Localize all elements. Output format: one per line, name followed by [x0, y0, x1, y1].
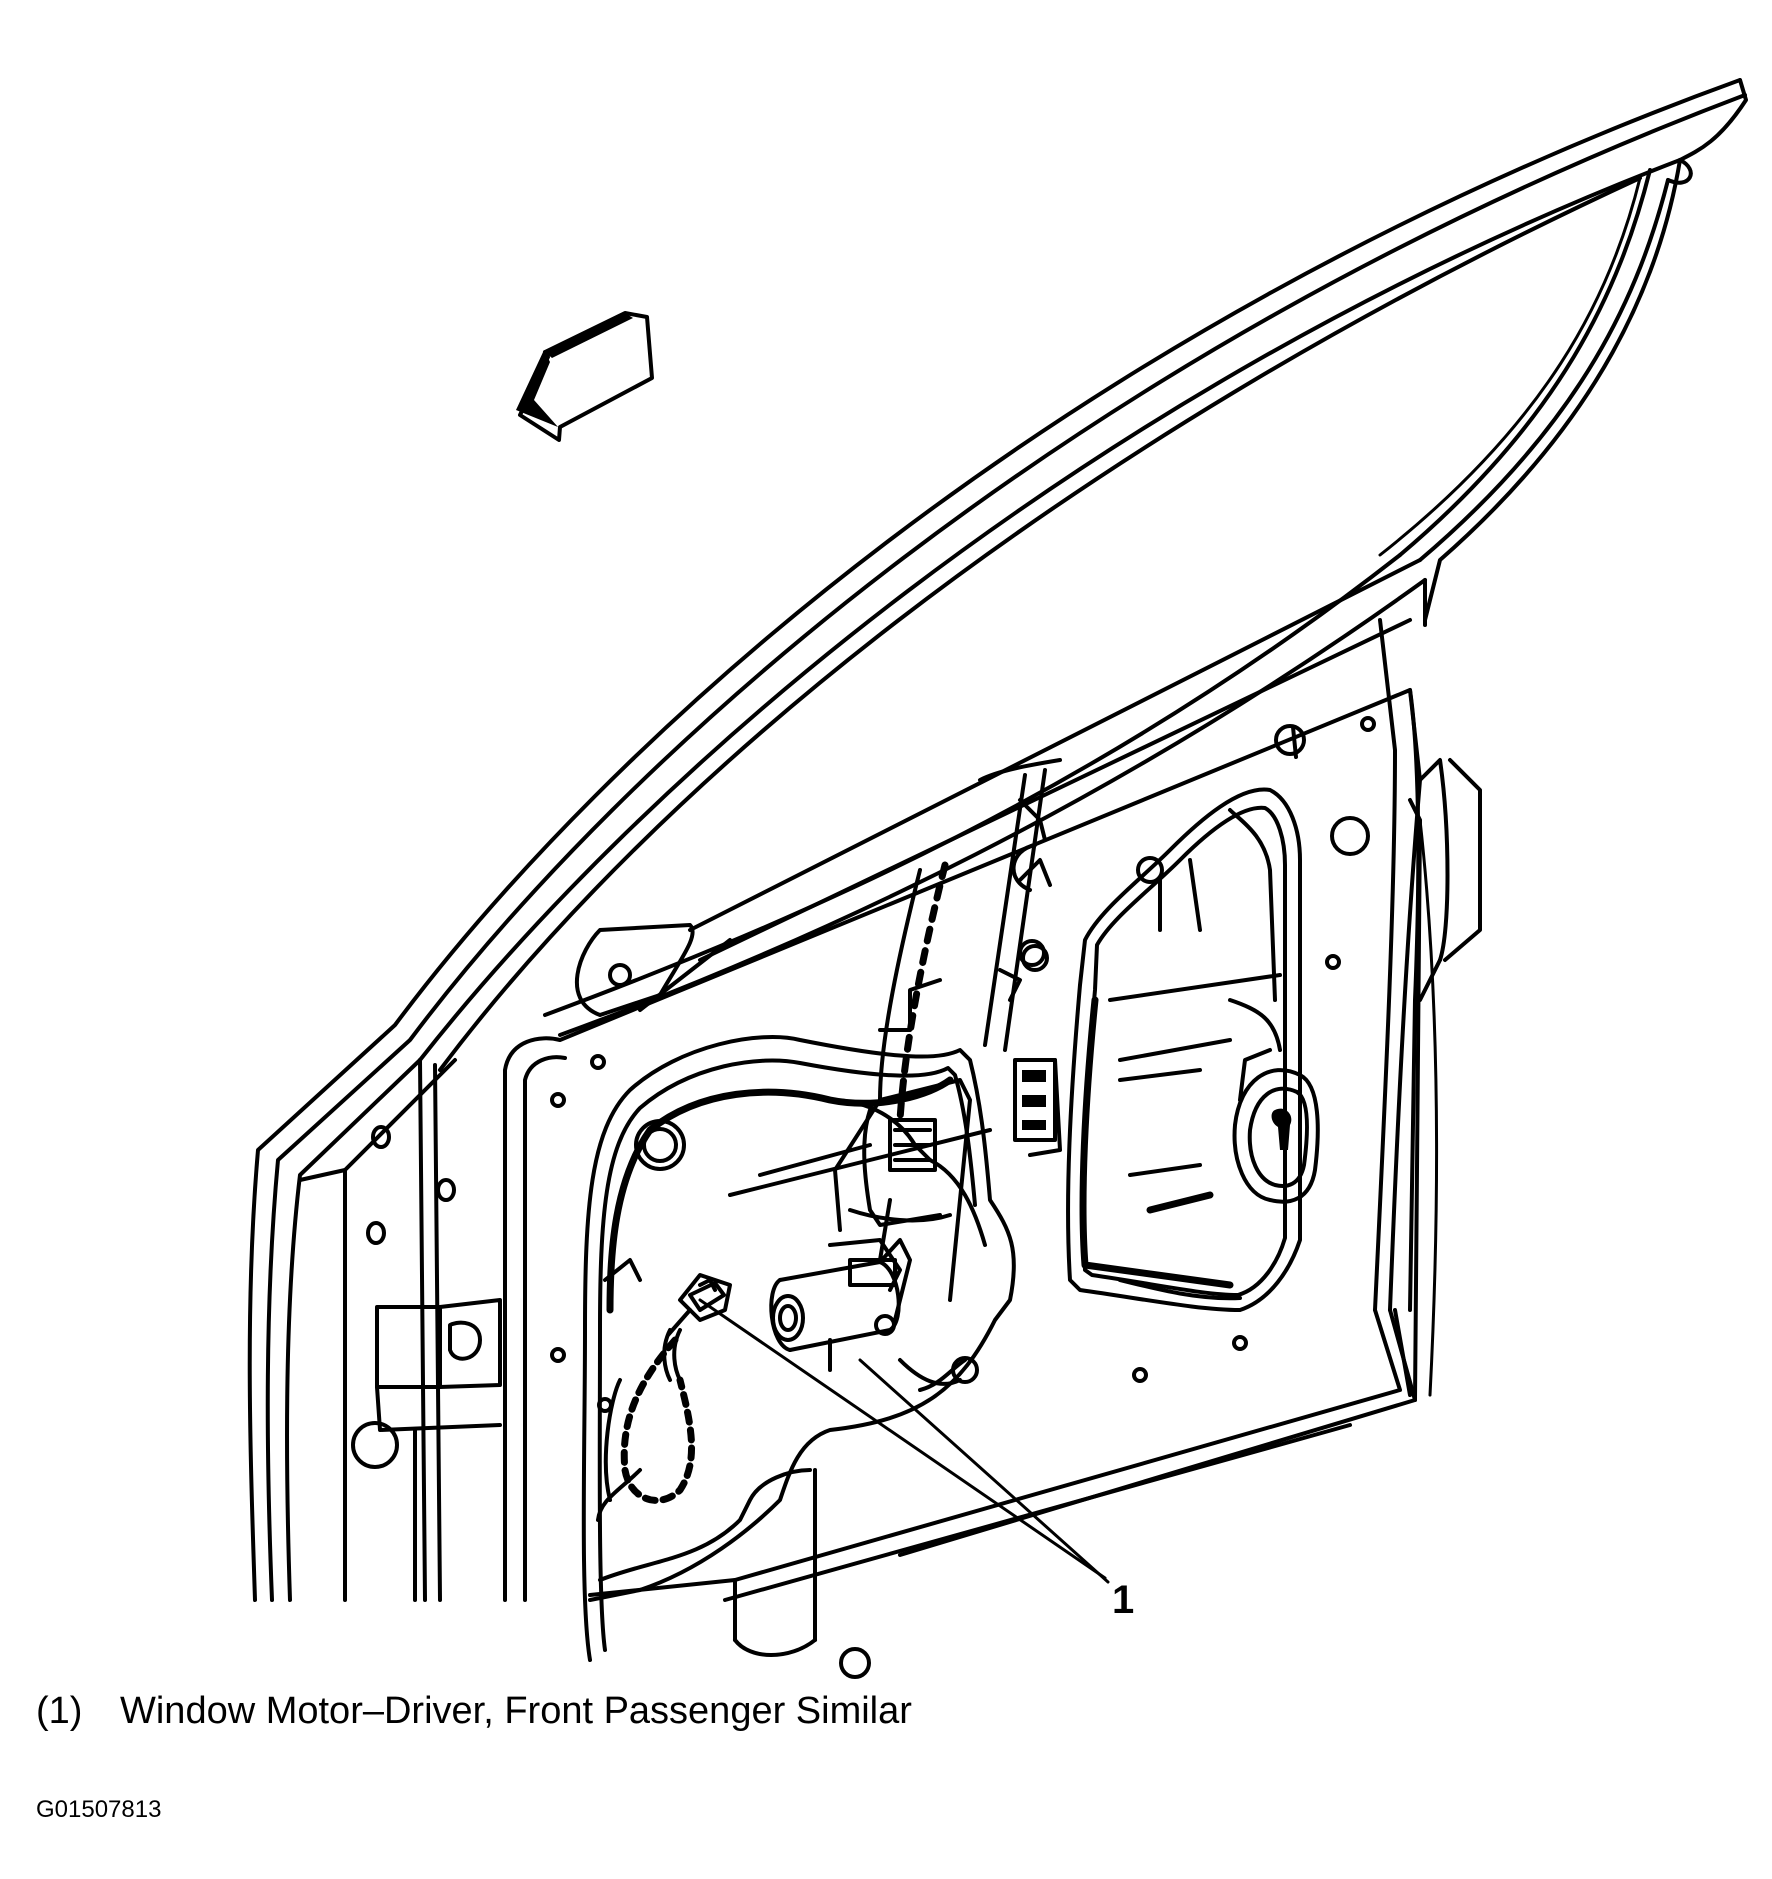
window-motor	[769, 1078, 972, 1392]
door-frame	[247, 78, 1748, 1602]
forward-arrow-icon	[516, 311, 654, 442]
door-latch	[1418, 758, 1482, 1002]
speaker-boss	[1232, 1048, 1320, 1204]
inner-door-panel	[503, 618, 1439, 1602]
callout-number: 1	[1112, 1578, 1135, 1622]
legend-key: (1)	[36, 1690, 83, 1732]
wire-connector	[596, 1273, 732, 1522]
left-access-opening	[581, 1035, 1016, 1662]
callout-leaders	[698, 1298, 1110, 1584]
figure-id: G01507813	[36, 1796, 162, 1823]
right-access-opening	[1066, 787, 1302, 1312]
mounting-holes	[550, 716, 1376, 1679]
window-regulator	[878, 758, 1062, 1157]
legend-description: Window Motor–Driver, Front Passenger Sim…	[120, 1690, 912, 1732]
hinge-pillar	[298, 1058, 502, 1602]
belt-line	[543, 553, 1427, 1037]
